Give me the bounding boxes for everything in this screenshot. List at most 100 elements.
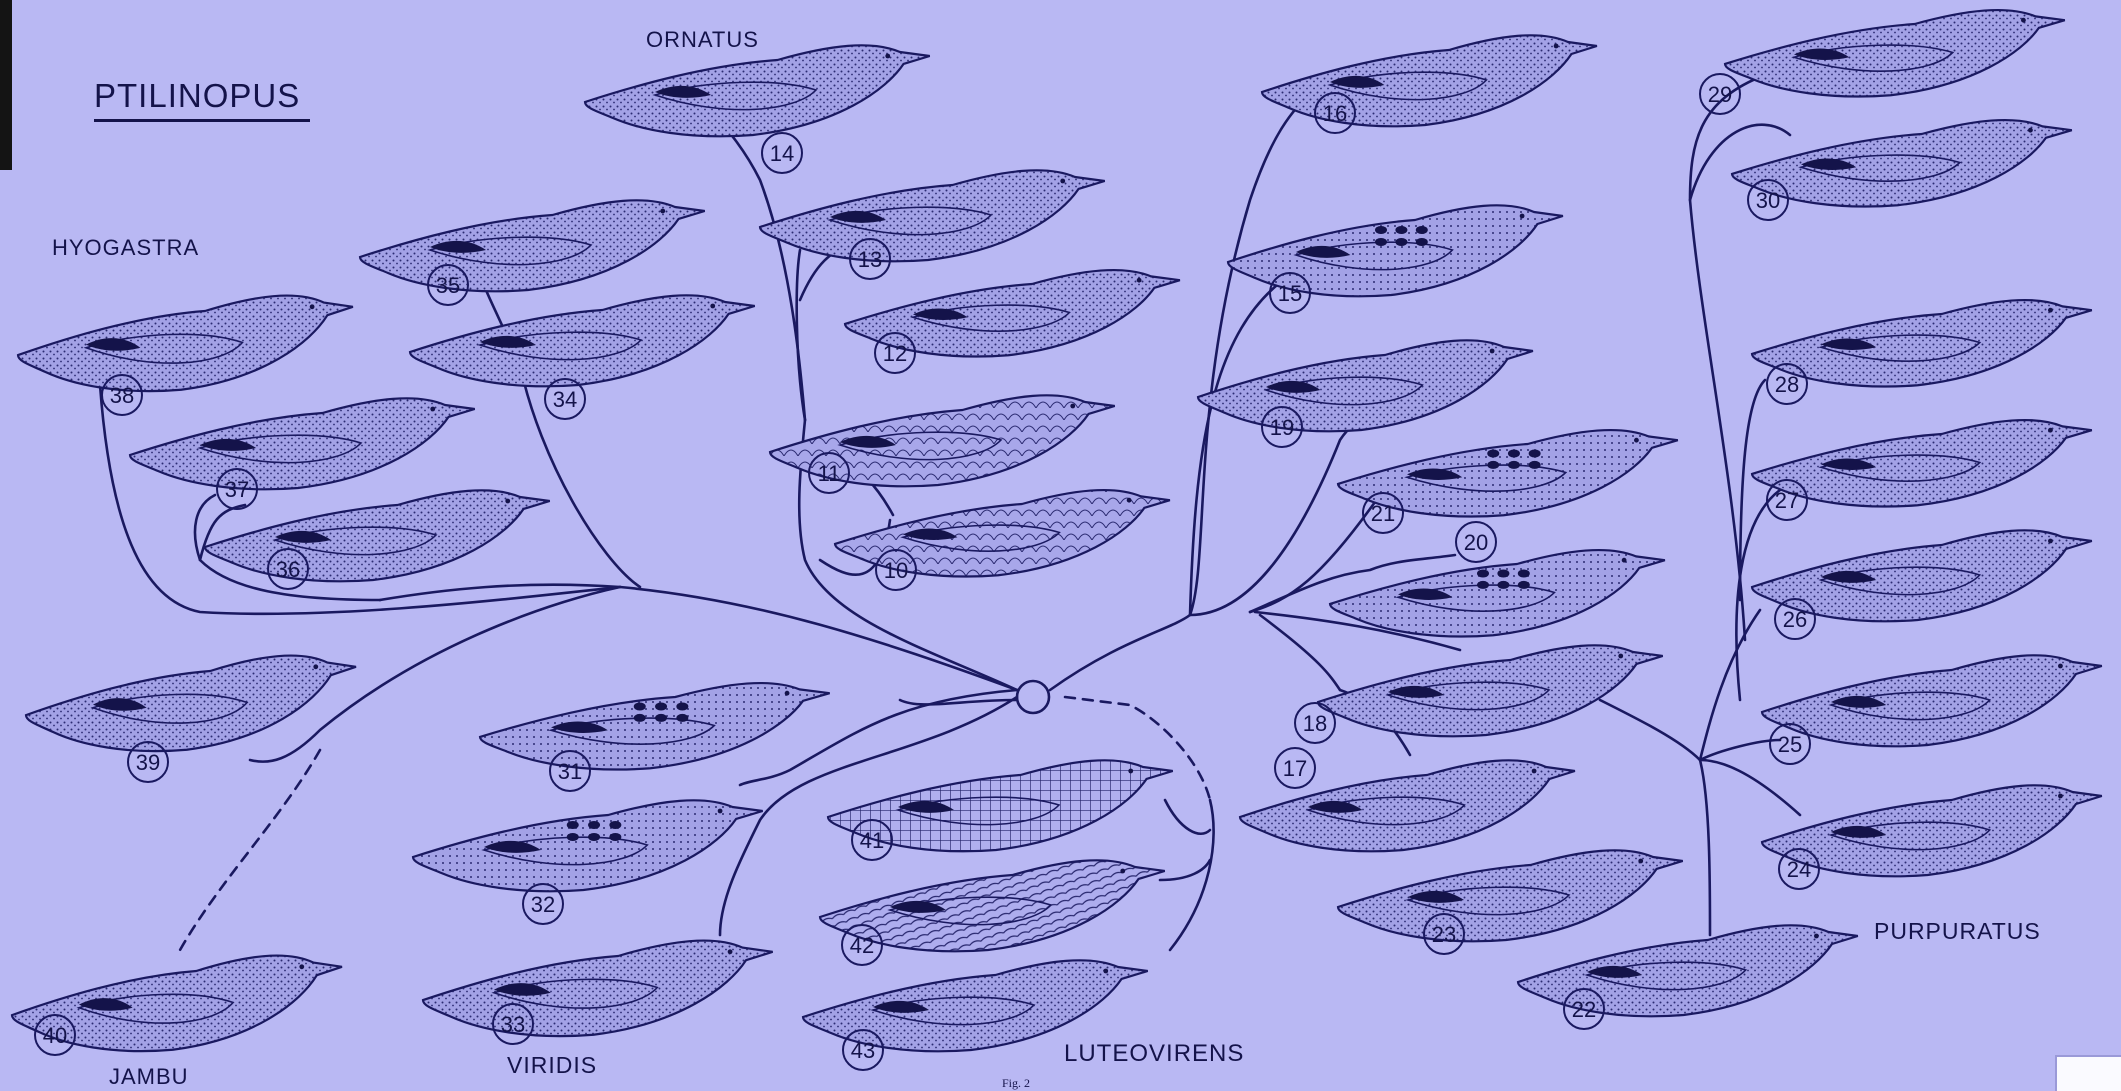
bird-body: [413, 800, 763, 891]
bird-number-label: 42: [850, 933, 874, 958]
bird-number-label: 34: [553, 387, 577, 412]
bird-15: 15: [1228, 205, 1563, 313]
bird-number-label: 35: [436, 273, 460, 298]
bird-eye: [1137, 278, 1142, 283]
group-label-viridis: VIRIDIS: [507, 1052, 597, 1079]
bird-number-label: 24: [1787, 857, 1811, 882]
bird-37: 37: [130, 398, 475, 509]
bird-spot: [1529, 450, 1541, 458]
bird-25: 25: [1762, 655, 2102, 764]
bird-number-label: 38: [110, 383, 134, 408]
bird-33: 33: [423, 941, 773, 1044]
bird-eye: [1554, 44, 1559, 49]
bird-spot: [567, 833, 579, 841]
bird-11: 11: [770, 395, 1115, 493]
bird-29: 29: [1700, 10, 2065, 114]
bird-spot: [1487, 450, 1499, 458]
bird-eye: [718, 809, 723, 814]
bird-eye: [1120, 869, 1125, 874]
bird-number-label: 40: [43, 1023, 67, 1048]
bird-body: [1518, 925, 1858, 1016]
figure-caption: Fig. 2: [1002, 1076, 1030, 1091]
bird-17: 17: [1240, 748, 1575, 851]
bird-eye: [299, 964, 304, 969]
bird-spot: [1375, 238, 1387, 246]
bird-body: [1198, 340, 1533, 431]
bird-22: 22: [1518, 925, 1858, 1029]
bird-body: [1318, 645, 1663, 736]
bird-eye: [1814, 934, 1819, 939]
root-node: [1017, 681, 1049, 713]
bird-21: 21: [1338, 430, 1678, 533]
bird-spot: [567, 821, 579, 829]
bird-body: [205, 490, 550, 581]
bird-body: [585, 45, 930, 136]
bird-23: 23: [1338, 850, 1683, 954]
bird-spot: [1529, 461, 1541, 469]
bird-eye: [1128, 769, 1133, 774]
bird-body: [1732, 120, 2072, 206]
bird-eye: [430, 407, 435, 412]
bird-eye: [1060, 179, 1065, 184]
bird-body: [760, 170, 1105, 261]
bird-body: [1752, 420, 2092, 506]
bird-number-label: 31: [558, 759, 582, 784]
bird-spot: [1375, 226, 1387, 234]
bird-spot: [1395, 226, 1407, 234]
bird-number-label: 16: [1323, 101, 1347, 126]
bird-32: 32: [413, 800, 763, 924]
bird-10: 10: [835, 490, 1170, 590]
group-label-hyogastra: HYOGASTRA: [52, 235, 199, 261]
bird-number-label: 26: [1783, 607, 1807, 632]
bird-eye: [885, 54, 890, 59]
bird-spot: [676, 714, 688, 722]
bird-number-label: 43: [851, 1038, 875, 1063]
bird-body: [410, 295, 755, 386]
bird-spot: [1497, 581, 1509, 589]
bird-30: 30: [1732, 120, 2072, 220]
bird-42: 42: [820, 860, 1165, 965]
group-label-ornatus: ORNATUS: [646, 27, 759, 53]
bird-27: 27: [1752, 420, 2092, 520]
bird-39: 39: [26, 656, 356, 782]
bird-36: 36: [205, 490, 550, 589]
group-label-luteovirens: LUTEOVIRENS: [1064, 1040, 1244, 1068]
bird-number-label: 23: [1432, 922, 1456, 947]
bird-eye: [1127, 498, 1132, 503]
bird-13: 13: [760, 170, 1105, 279]
group-label-jambu: JAMBU: [109, 1064, 189, 1090]
bird-eye: [2048, 308, 2053, 313]
bird-body: [1262, 35, 1597, 126]
bird-number-label: 39: [136, 750, 160, 775]
bird-number-label: 17: [1283, 756, 1307, 781]
bird-spot: [1518, 581, 1530, 589]
bird-body: [360, 200, 705, 291]
group-label-purpuratus: PURPURATUS: [1874, 918, 2041, 945]
bird-spot: [634, 714, 646, 722]
bird-eye: [785, 691, 790, 696]
bird-number-label: 36: [276, 557, 300, 582]
bird-spot: [609, 833, 621, 841]
bird-number-label: 10: [884, 558, 908, 583]
bird-26: 26: [1752, 530, 2092, 639]
bird-spot: [634, 703, 646, 711]
bird-35: 35: [360, 200, 705, 305]
bird-eye: [1532, 769, 1537, 774]
bird-number-label: 27: [1775, 488, 1799, 513]
bird-number-label: 19: [1270, 415, 1294, 440]
bird-eye: [660, 209, 665, 214]
bird-spot: [1416, 226, 1428, 234]
bird-body: [26, 656, 356, 752]
bird-number-label: 28: [1775, 372, 1799, 397]
bird-eye: [2021, 18, 2026, 23]
bird-eye: [1634, 438, 1639, 443]
bird-38: 38: [18, 296, 353, 415]
bird-spot: [1395, 238, 1407, 246]
bird-16: 16: [1262, 35, 1597, 133]
bird-number-label: 29: [1708, 82, 1732, 107]
bird-spot: [1508, 461, 1520, 469]
bird-spot: [1518, 570, 1530, 578]
bird-40: 40: [12, 956, 342, 1055]
bird-eye: [2028, 128, 2033, 133]
